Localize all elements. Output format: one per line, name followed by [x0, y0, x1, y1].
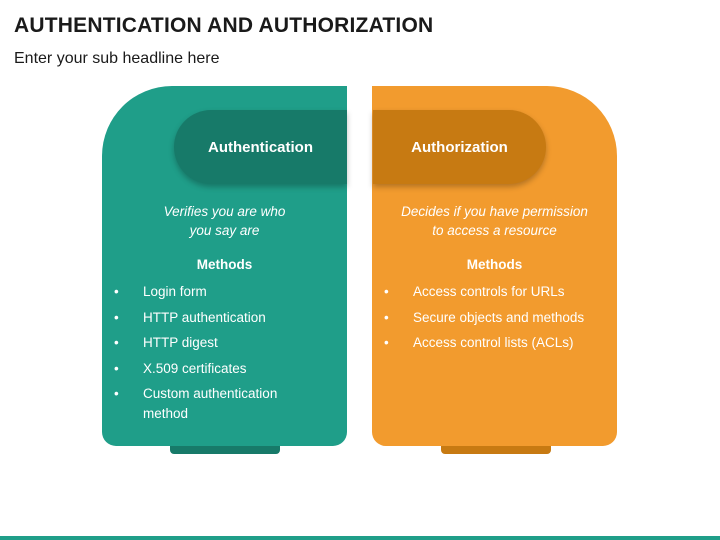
authentication-description-line-1: Verifies you are who: [163, 204, 286, 219]
list-item: • Access control lists (ACLs): [384, 333, 589, 353]
authorization-description: Decides if you have permission to access…: [372, 202, 617, 240]
authentication-methods-heading: Methods: [196, 257, 253, 272]
method-label: Access controls for URLs: [413, 284, 565, 299]
bullet-icon: •: [114, 309, 119, 325]
bullet-icon: •: [384, 335, 389, 350]
list-item: • HTTP authentication: [114, 308, 319, 328]
method-label: Custom authentication method: [143, 386, 278, 421]
bottom-accent-bar: [0, 536, 720, 540]
authorization-methods-list: • Access controls for URLs • Secure object…: [384, 282, 589, 359]
bullet-icon: •: [114, 386, 119, 401]
method-label: HTTP digest: [143, 335, 218, 350]
bullet-icon: •: [384, 284, 389, 299]
authorization-card-base: [441, 446, 551, 454]
page-title: AUTHENTICATION AND AUTHORIZATION: [14, 14, 434, 37]
method-label: HTTP authentication: [143, 309, 266, 325]
list-item: • X.509 certificates: [114, 359, 319, 379]
authentication-description: Verifies you are who you say are: [102, 202, 347, 240]
authorization-description-line-2: to access a resource: [432, 223, 557, 238]
authorization-description-line-1: Decides if you have permission: [401, 204, 588, 219]
bullet-icon: •: [114, 360, 119, 376]
bullet-icon: •: [114, 335, 119, 350]
method-label: Access control lists (ACLs): [413, 335, 574, 350]
list-item: • Custom authentication method: [114, 384, 319, 423]
method-label: X.509 certificates: [143, 360, 247, 376]
page-subtitle: Enter your sub headline here: [14, 50, 220, 67]
list-item: • Access controls for URLs: [384, 282, 589, 302]
authentication-card-base: [170, 446, 280, 454]
authorization-tab: Authorization: [373, 110, 546, 184]
list-item: • Secure objects and methods: [384, 308, 589, 328]
list-item: • Login form: [114, 282, 319, 302]
authorization-methods-heading: Methods: [466, 257, 523, 272]
authentication-description-line-2: you say are: [189, 223, 260, 238]
method-label: Secure objects and methods: [413, 309, 585, 325]
authentication-tab: Authentication: [174, 110, 347, 184]
method-label: Login form: [143, 284, 207, 299]
bullet-icon: •: [114, 284, 119, 299]
authentication-methods-list: • Login form • HTTP authentication • HTTP d…: [114, 282, 319, 429]
list-item: • HTTP digest: [114, 333, 319, 353]
bullet-icon: •: [384, 309, 389, 325]
